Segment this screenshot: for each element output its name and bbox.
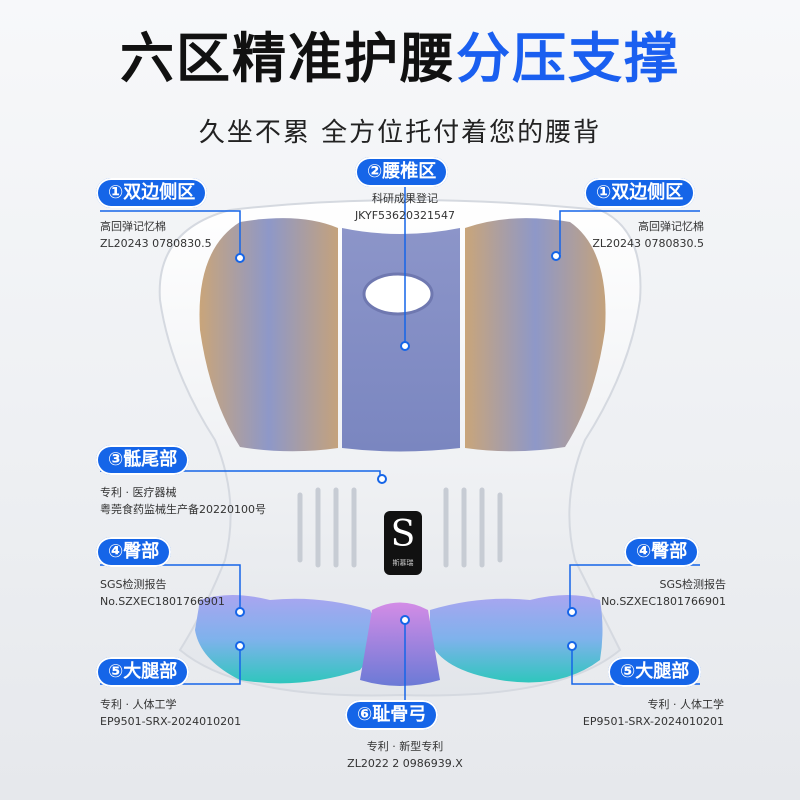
- note-hip-right: SGS检测报告 No.SZXEC1801766901: [601, 576, 726, 610]
- note-lumbar: 科研成果登记 JKYF53620321547: [320, 190, 490, 224]
- brand-logo-letter: S: [390, 514, 416, 555]
- note-coccyx-line1: 专利 · 医疗器械: [100, 486, 177, 499]
- pubic-pad: [360, 602, 440, 686]
- note-thigh-left-line1: 专利 · 人体工学: [100, 698, 177, 711]
- lumbar-pad: [342, 228, 460, 452]
- note-side-left-line2: ZL20243 0780830.5: [100, 237, 212, 250]
- note-thigh-right-line1: 专利 · 人体工学: [647, 698, 725, 711]
- note-side-right-line2: ZL20243 0780830.5: [592, 237, 704, 250]
- tag-hip-right: ④臀部: [624, 537, 700, 567]
- note-side-right-line1: 高回弹记忆棉: [638, 220, 704, 233]
- page-subtitle: 久坐不累 全方位托付着您的腰背: [198, 118, 602, 148]
- tag-side-right: ①双边侧区: [584, 178, 696, 208]
- note-side-right: 高回弹记忆棉 ZL20243 0780830.5: [592, 218, 704, 252]
- tag-thigh-right: ⑤大腿部: [608, 657, 702, 687]
- lumbar-hole: [362, 272, 434, 316]
- note-coccyx: 专利 · 医疗器械 粤莞食药监械生产备20220100号: [100, 484, 266, 518]
- left-side-pad: [199, 218, 338, 452]
- note-pubic: 专利 · 新型专利 ZL2022 2 0986939.X: [320, 738, 490, 772]
- note-hip-left-line1: SGS检测报告: [100, 578, 167, 591]
- note-hip-right-line2: No.SZXEC1801766901: [601, 595, 726, 608]
- title-blue: 分压支撑: [456, 27, 680, 90]
- brand-logo: S 斯慕瑞: [384, 511, 422, 575]
- tag-coccyx: ③骶尾部: [96, 445, 190, 475]
- right-seat-pad: [430, 595, 603, 683]
- note-side-left: 高回弹记忆棉 ZL20243 0780830.5: [100, 218, 212, 252]
- note-pubic-line1: 专利 · 新型专利: [366, 740, 444, 753]
- brand-logo-caption: 斯慕瑞: [392, 559, 414, 567]
- right-side-pad: [465, 218, 606, 452]
- note-lumbar-line1: 科研成果登记: [372, 192, 438, 205]
- tag-lumbar: ②腰椎区: [355, 157, 449, 187]
- page-title: 六区精准护腰分压支撑: [0, 24, 800, 94]
- vent-slats: [297, 487, 503, 568]
- note-coccyx-line2: 粤莞食药监械生产备20220100号: [100, 503, 266, 516]
- note-side-left-line1: 高回弹记忆棉: [100, 220, 166, 233]
- note-thigh-left-line2: EP9501-SRX-2024010201: [100, 715, 242, 728]
- tag-hip-left: ④臀部: [96, 537, 172, 567]
- note-hip-right-line1: SGS检测报告: [659, 578, 727, 591]
- leader-dots: [235, 251, 577, 651]
- note-hip-left-line2: No.SZXEC1801766901: [100, 595, 225, 608]
- note-hip-left: SGS检测报告 No.SZXEC1801766901: [100, 576, 225, 610]
- note-pubic-line2: ZL2022 2 0986939.X: [347, 757, 463, 770]
- note-lumbar-line2: JKYF53620321547: [354, 209, 456, 222]
- note-thigh-left: 专利 · 人体工学 EP9501-SRX-2024010201: [100, 696, 241, 730]
- note-thigh-right: 专利 · 人体工学 EP9501-SRX-2024010201: [583, 696, 724, 730]
- note-thigh-right-line2: EP9501-SRX-2024010201: [582, 715, 724, 728]
- title-dark: 六区精准护腰: [120, 27, 456, 90]
- tag-thigh-left: ⑤大腿部: [96, 657, 190, 687]
- tag-pubic: ⑥耻骨弓: [345, 700, 439, 730]
- tag-side-left: ①双边侧区: [96, 178, 208, 208]
